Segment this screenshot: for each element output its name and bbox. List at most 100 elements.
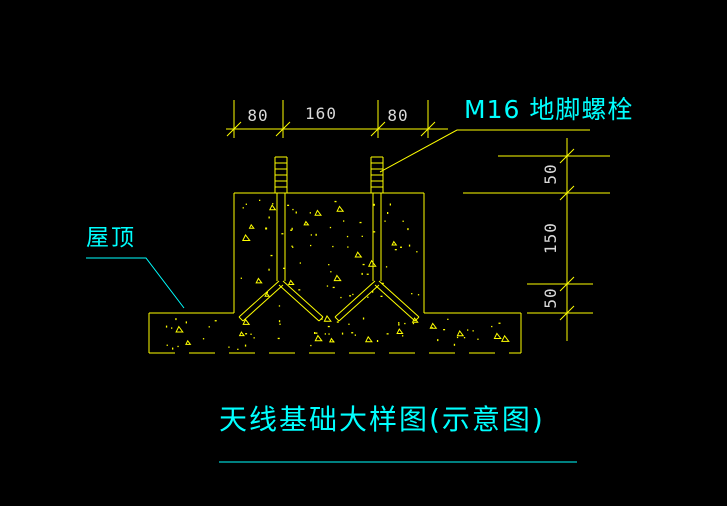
hatch-dot [292,208,294,211]
hatch-triangle [500,334,510,342]
hatch-dot [292,246,294,248]
hatch-triangle [255,277,263,284]
hatch-dot [411,293,413,295]
hatch-dot [453,343,456,346]
hatch-dot [456,336,459,339]
hatch-triangle [323,315,332,322]
hatch-dot [463,337,466,339]
hatch-dot [310,344,312,347]
hatch-dot [362,317,365,320]
hatch-dot [437,339,439,342]
hatch-dot [398,323,400,326]
hatch-dot [336,321,339,323]
hatch-dot [245,203,247,205]
hatch-dot [394,249,397,251]
hatch-dot [268,268,270,271]
anchor-bolt-leader-line [379,129,590,173]
hatch-dot [376,340,379,342]
roof-slab-outline [148,312,522,354]
dimension-tick [559,276,575,292]
top-dim-80-left: 80 [247,106,269,125]
hatch-dot [381,282,384,285]
hatch-dot [326,285,329,287]
roof-label: 屋顶 [86,225,136,251]
anchor-bolt-left [238,156,324,322]
hatch-dot [380,295,383,297]
hatch-dot [270,254,273,257]
hatch-triangle [303,220,310,226]
hatch-dot [334,200,337,203]
hatch-dot [387,212,389,214]
hatch-triangle [264,292,271,297]
hatch-dot [472,330,474,332]
hatch-dot [237,348,239,350]
hatch-dot [208,326,210,328]
hatch-dot [245,333,248,335]
hatch-dot [416,251,418,253]
hatch-dot [447,318,449,320]
hatch-dot [327,325,330,328]
hatch-dot [402,335,404,337]
hatch-dot [467,329,469,331]
hatch-dot [309,212,311,214]
hatch-dot [298,289,301,291]
hatch-triangle [248,223,255,229]
hatch-triangle [329,337,335,343]
hatch-dot [202,338,205,340]
dimension-tick [370,121,386,137]
hatch-dot [266,291,268,293]
hatch-dot [417,294,420,296]
hatch-dot [278,305,281,307]
top-dim-160: 160 [305,104,337,123]
hatch-dot [404,322,406,325]
hatch-dot [359,221,362,224]
hatch-triangle [411,317,419,323]
hatch-dot [330,271,332,273]
hatch-dot [384,220,386,222]
hatch-dot [328,333,330,335]
hatch-dot [354,334,356,336]
dimension-tick [420,121,436,137]
hatch-triangle [391,240,398,246]
dimension-tick [559,305,575,321]
roof-leader-line [86,257,185,309]
hatch-dot [332,286,335,289]
hatch-dot [340,296,342,299]
hatch-dot [324,333,326,335]
hatch-dot [349,295,352,297]
hatch-dot [407,228,409,231]
hatch-dot [268,216,270,219]
hatch-dot [408,244,411,247]
right-dim-50-bottom: 50 [541,287,560,309]
hatch-dot [332,245,334,248]
hatch-dot [412,322,415,325]
hatch-dot [386,333,389,335]
hatch-dot [352,293,354,296]
hatch-dot [166,344,168,346]
concrete-hatch [165,199,510,350]
hatch-triangle [314,209,322,216]
hatch-triangle [242,318,251,325]
top-dimension-lines [226,100,448,138]
hatch-dot [242,207,244,209]
top-dim-80-right: 80 [387,106,409,125]
hatch-triangle [336,205,345,212]
hatch-dot [347,246,349,248]
hatch-dot [315,233,317,236]
hatch-dot [259,199,261,201]
hatch-dot [171,327,173,329]
hatch-dot [343,220,345,222]
hatch-dot [240,277,242,279]
dimension-tick [559,148,575,164]
hatch-dot [491,325,493,328]
hatch-dot [185,321,187,324]
hatch-dot [402,220,404,222]
hatch-dot [366,273,369,275]
hatch-dot [398,322,400,324]
hatch-dot [277,337,280,340]
hatch-dot [341,332,344,335]
hatch-triangle [396,328,404,334]
hatch-dot [290,229,293,231]
